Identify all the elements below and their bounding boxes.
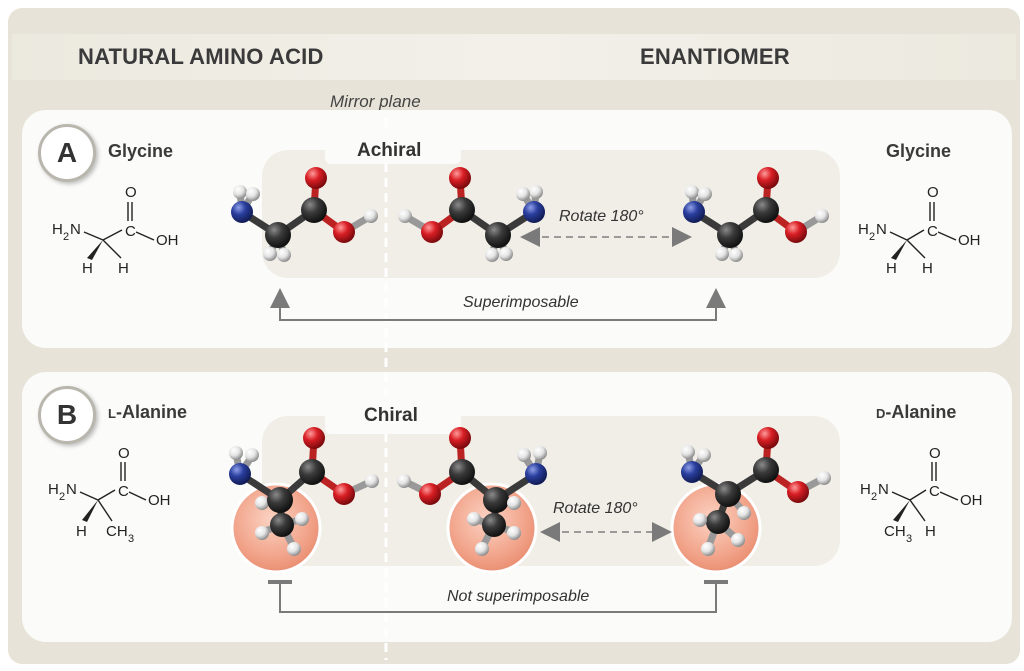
rotate-label-b-bg <box>546 498 664 520</box>
svg-text:H: H <box>118 260 129 277</box>
rotate-label-b: Rotate 180° <box>553 500 638 517</box>
mirror-plane-label: Mirror plane <box>330 92 421 111</box>
achiral-label: Achiral <box>357 140 422 161</box>
svg-text:N: N <box>876 221 887 238</box>
not-superimposable-label-bg <box>440 586 622 608</box>
svg-text:H: H <box>886 260 897 277</box>
svg-text:3: 3 <box>906 533 912 545</box>
svg-text:H: H <box>76 523 87 540</box>
svg-text:OH: OH <box>148 492 171 509</box>
svg-text:H: H <box>925 523 936 540</box>
svg-text:H: H <box>82 260 93 277</box>
svg-text:3: 3 <box>128 533 134 545</box>
svg-text:2: 2 <box>869 231 875 243</box>
glycine-left-name: Glycine <box>108 141 174 161</box>
alanine-molecule-mirror <box>397 427 547 556</box>
svg-text:N: N <box>66 481 77 498</box>
svg-text:OH: OH <box>958 232 981 249</box>
l-alanine-label: -Alanine <box>115 402 187 422</box>
svg-text:O: O <box>125 184 137 201</box>
svg-text:C: C <box>118 483 129 500</box>
svg-text:CH: CH <box>106 523 128 540</box>
svg-text:O: O <box>927 184 939 201</box>
l-prefix: L <box>108 406 116 421</box>
svg-text:O: O <box>929 445 941 462</box>
rotate-label-a-bg <box>552 206 664 228</box>
svg-text:O: O <box>118 445 130 462</box>
d-prefix: D <box>876 406 886 421</box>
svg-text:H: H <box>922 260 933 277</box>
glycine-molecule-left <box>231 167 378 262</box>
enantiomer-header: ENANTIOMER <box>640 44 790 69</box>
svg-text:H: H <box>860 481 871 498</box>
glycine-right-name: Glycine <box>886 141 952 161</box>
chiral-tag-bg <box>325 396 461 434</box>
rotate-label-a: Rotate 180° <box>559 208 644 225</box>
svg-text:OH: OH <box>960 492 983 509</box>
d-alanine-molecule <box>681 427 831 556</box>
superimposable-bracket <box>270 288 726 321</box>
panel-a-badge: A <box>38 124 96 182</box>
glycine-molecule-rotated <box>683 167 829 262</box>
svg-text:C: C <box>927 223 938 240</box>
svg-text:H: H <box>52 221 63 238</box>
l-alanine-name: L-Alanine <box>108 402 187 423</box>
svg-text:OH: OH <box>156 232 179 249</box>
chiral-label: Chiral <box>364 405 418 426</box>
svg-text:CH: CH <box>884 523 906 540</box>
svg-text:C: C <box>929 483 940 500</box>
svg-text:N: N <box>878 481 889 498</box>
superimposable-label: Superimposable <box>463 294 579 311</box>
panel-b-badge: B <box>38 386 96 444</box>
svg-text:C: C <box>125 223 136 240</box>
not-superimposable-bracket <box>268 580 728 613</box>
svg-text:N: N <box>70 221 81 238</box>
d-alanine-name: D-Alanine <box>876 402 956 423</box>
achiral-tag-bg <box>325 130 461 164</box>
not-superimposable-label: Not superimposable <box>447 588 590 605</box>
superimposable-label-bg <box>450 292 610 314</box>
natural-amino-acid-header: NATURAL AMINO ACID <box>78 44 324 69</box>
header-band <box>12 34 1016 80</box>
svg-text:H: H <box>858 221 869 238</box>
svg-text:2: 2 <box>59 491 65 503</box>
l-alanine-molecule <box>229 427 379 556</box>
panel-a-molecule-band <box>262 150 840 278</box>
d-alanine-label: -Alanine <box>885 402 957 422</box>
svg-text:H: H <box>48 481 59 498</box>
svg-text:2: 2 <box>63 231 69 243</box>
svg-text:2: 2 <box>871 491 877 503</box>
glycine-molecule-mirror <box>398 167 545 262</box>
